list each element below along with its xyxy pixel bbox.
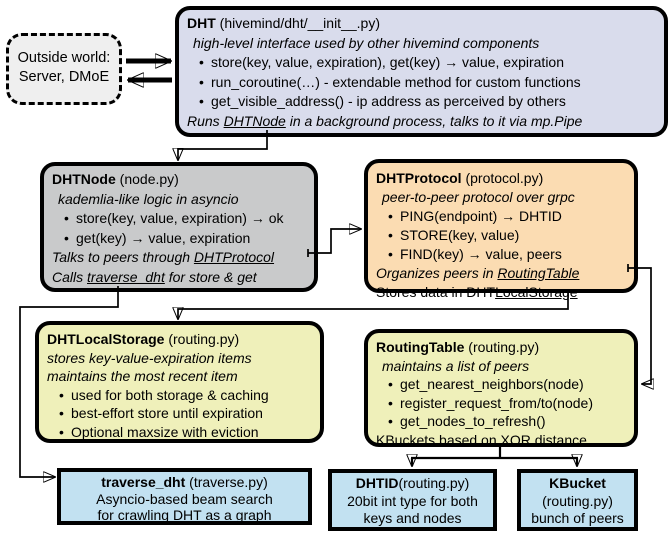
dhtlocalstorage-bullet: •best-effort store until expiration <box>59 405 263 421</box>
node-outside-world: Outside world: Server, DMoE <box>6 33 122 105</box>
node-dhtprotocol: DHTProtocol (protocol.py) peer-to-peer p… <box>364 159 638 300</box>
node-dhtnode: DHTNode (node.py) kademlia-like logic in… <box>40 162 318 292</box>
dhtnode-title: DHTNode (node.py) <box>52 171 179 187</box>
dhtid-line: 20bit int type for both <box>347 492 478 509</box>
routingtable-bullet: •get_nodes_to_refresh() <box>388 413 546 429</box>
dhtprotocol-bullet: •FIND(key) → value, peers <box>388 246 562 262</box>
dhtid-line: keys and nodes <box>363 510 462 526</box>
dhtlocalstorage-title: DHTLocalStorage (routing.py) <box>47 331 240 347</box>
dhtnode-bullet: •store(key, value, expiration) → ok <box>64 210 284 226</box>
node-dhtlocalstorage: DHTLocalStorage (routing.py) stores key-… <box>35 321 324 443</box>
node-traverse-dht: traverse_dht (traverse.py) Asyncio-based… <box>57 468 312 525</box>
node-routingtable: RoutingTable (routing.py) maintains a li… <box>364 329 638 448</box>
dht-title: DHT (hivemind/dht/__init__.py) <box>187 15 380 31</box>
kbucket-line: (routing.py) <box>542 492 613 509</box>
node-dhtid: DHTID(routing.py) 20bit int type for bot… <box>328 469 497 531</box>
dhtprotocol-bullet: •PING(endpoint) → DHTID <box>388 208 562 224</box>
dhtnode-footer-traverse: Calls traverse_dht for store & get <box>52 268 257 285</box>
traverse-title: traverse_dht (traverse.py) <box>101 474 268 490</box>
kbucket-title: KBucket <box>549 475 606 491</box>
dhtnode-subtitle: kademlia-like logic in asyncio <box>58 190 239 207</box>
kbucket-line: bunch of peers <box>531 510 624 526</box>
routingtable-title: RoutingTable (routing.py) <box>376 339 540 355</box>
node-dht: DHT (hivemind/dht/__init__.py) high-leve… <box>175 6 668 137</box>
dhtprotocol-title: DHTProtocol (protocol.py) <box>376 170 544 186</box>
dhtnode-footer-protocol: Talks to peers through DHTProtocol <box>52 249 275 265</box>
dht-bullet: •get_visible_address() - ip address as p… <box>199 93 566 109</box>
dhtlocalstorage-bullet: •used for both storage & caching <box>59 386 269 403</box>
traverse-line: Asyncio-based beam search <box>96 490 273 507</box>
dht-footer: Runs DHTNode in a background process, ta… <box>187 112 583 129</box>
routingtable-footer: KBuckets based on XOR distance <box>376 431 587 448</box>
outside-world-line: Server, DMoE <box>18 69 110 85</box>
dht-bullet: •store(key, value, expiration), get(key)… <box>199 54 565 70</box>
dhtid-title: DHTID(routing.py) <box>355 475 470 491</box>
node-kbucket: KBucket (routing.py) bunch of peers <box>517 469 638 531</box>
routingtable-bullet: •register_request_from/to(node) <box>388 394 593 411</box>
dht-subtitle: high-level interface used by other hivem… <box>193 34 540 51</box>
dhtprotocol-subtitle: peer-to-peer protocol over grpc <box>382 189 575 205</box>
dhtprotocol-footer-routing: Organizes peers in RoutingTable <box>376 265 580 281</box>
routingtable-subtitle: maintains a list of peers <box>382 357 530 374</box>
traverse-line: for crawling DHT as a graph <box>97 507 272 523</box>
dhtlocalstorage-subtitle: maintains the most recent item <box>47 368 238 384</box>
dhtlocalstorage-bullet: •Optional maxsize with eviction <box>59 423 259 440</box>
dhtprotocol-bullet: •STORE(key, value) <box>388 227 520 243</box>
dhtnode-bullet: •get(key) → value, expiration <box>64 229 251 246</box>
dht-bullet: •run_coroutine(…) - extendable method fo… <box>199 73 581 90</box>
dhtprotocol-footer-storage: Stores data in DHTLocalStorage <box>376 284 578 300</box>
routingtable-bullet: •get_nearest_neighbors(node) <box>388 376 584 392</box>
outside-world-line: Outside world: <box>17 50 111 66</box>
dhtlocalstorage-subtitle: stores key-value-expiration items <box>47 349 252 366</box>
